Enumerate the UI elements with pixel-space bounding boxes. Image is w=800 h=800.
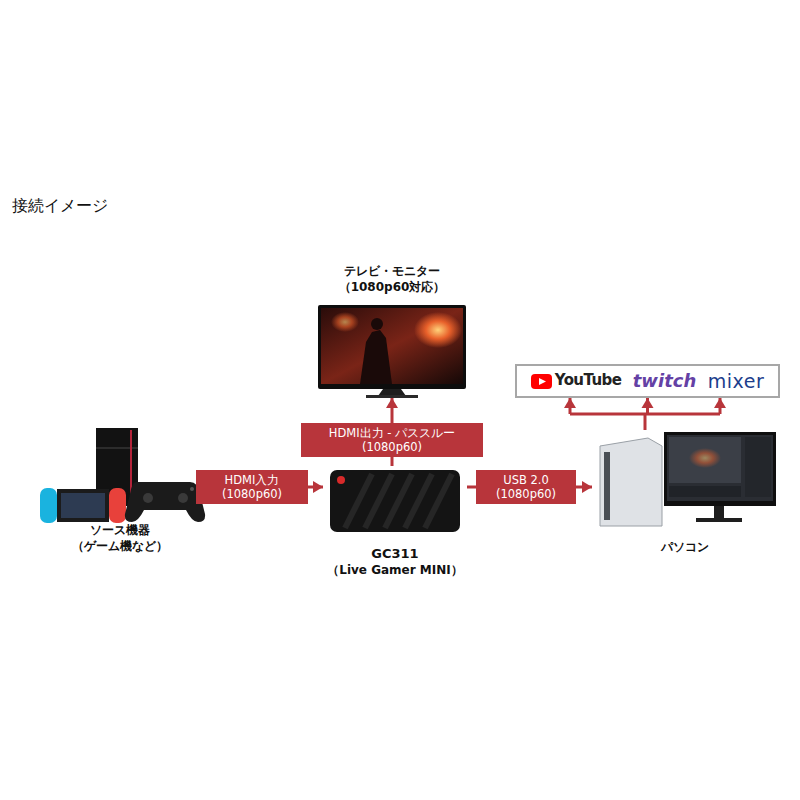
edge-label: HDMI入力 (1080p60): [196, 470, 308, 505]
gamepad-body: [125, 482, 205, 522]
pc: パソコン: [592, 430, 778, 556]
left-controller: [40, 488, 57, 523]
monitor-screen: [667, 435, 773, 501]
node-label: テレビ・モニター: [344, 264, 440, 280]
signal-arrow: [564, 398, 726, 430]
gamepad-button: [190, 487, 194, 491]
node-label: パソコン: [661, 540, 709, 556]
screen-figure: [360, 330, 392, 384]
right-controller: [109, 488, 126, 523]
screen-preview: [689, 448, 721, 468]
capture-device-illustration: [330, 470, 460, 532]
play-icon: [531, 374, 552, 389]
node-label: （Live Gamer MINI）: [327, 563, 463, 579]
gamepad-illustration: [125, 482, 205, 522]
screen-toolbar: [669, 486, 741, 497]
tv-stand: [378, 389, 406, 396]
edge-label: HDMI出力 - パススルー (1080p60): [301, 423, 483, 458]
youtube-logo: YouTube: [555, 371, 621, 391]
signal-line: [570, 413, 720, 416]
node-label: GC311: [371, 546, 418, 563]
play-icon-back: [531, 374, 552, 389]
tower-detail: [604, 452, 610, 520]
monitor-frame: [664, 432, 776, 506]
edge-label: USB 2.0 (1080p60): [476, 470, 576, 505]
tv-frame: [318, 305, 466, 389]
source-device: ソース機器（ゲーム機など）: [35, 425, 205, 554]
arrow-head: [714, 398, 726, 408]
node-label: （1080p60対応）: [339, 280, 446, 296]
arrow-head: [564, 398, 576, 408]
monitor-stand: [714, 506, 724, 519]
tv-base: [366, 395, 418, 398]
pc-tower: [600, 438, 662, 526]
twitch-logo: twitch: [633, 369, 697, 392]
node-label: （ゲーム機など）: [72, 539, 168, 555]
tv-monitor: テレビ・モニター（1080p60対応）: [318, 262, 466, 398]
device-stripe: [425, 474, 452, 528]
diagram-title: 接続イメージ: [12, 196, 108, 217]
screen-sidebar: [745, 437, 771, 497]
gamepad-stick: [143, 493, 153, 503]
screen-explosion: [331, 312, 359, 332]
monitor-base: [696, 518, 742, 522]
gamepad-stick: [178, 493, 188, 503]
screen-explosion: [414, 312, 462, 348]
screen-panel: [669, 437, 741, 483]
screen-figure: [371, 318, 383, 330]
handheld-body: [57, 489, 109, 522]
handheld-illustration: [40, 488, 126, 523]
device-logo: [337, 476, 345, 484]
tv-screen: [321, 308, 463, 384]
node-label: ソース機器: [90, 523, 150, 539]
arrow-head: [582, 481, 592, 493]
handheld-screen: [61, 493, 105, 518]
mixer-logo: mixer: [708, 369, 764, 394]
capture-device: GC311（Live Gamer MINI）: [323, 466, 467, 578]
play-icon-triangle: [539, 378, 546, 385]
signal-line: [644, 414, 647, 430]
arrow-head: [642, 398, 654, 408]
arrow-head: [386, 398, 398, 408]
arrow-head: [313, 481, 323, 493]
device-body: [330, 470, 460, 532]
streaming-services: YouTube twitch mixer: [515, 364, 780, 398]
logo-group: YouTube: [531, 371, 621, 391]
tv-illustration: [318, 305, 466, 398]
pc-illustration: [600, 432, 776, 526]
